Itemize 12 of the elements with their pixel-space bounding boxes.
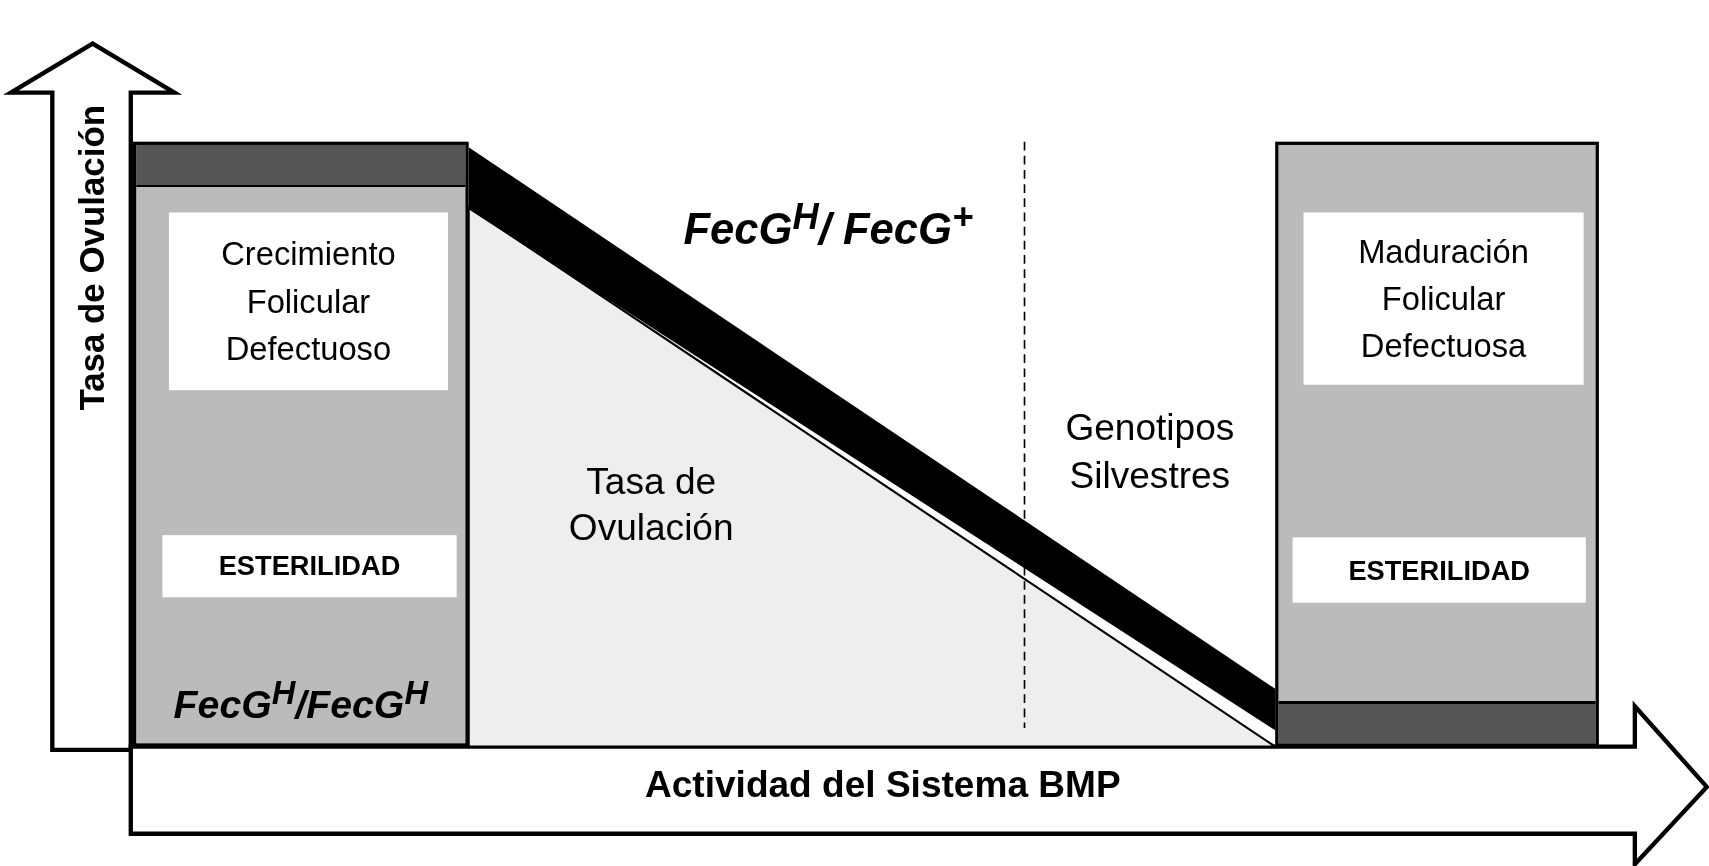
status-label: ESTERILIDAD (1292, 537, 1586, 603)
phenotype-bar (1275, 141, 1599, 747)
phenotype-label: Crecimiento Folicular Defectuoso (168, 212, 448, 391)
area-label: Tasa de Ovulación (567, 458, 735, 550)
phenotype-bar (132, 141, 469, 747)
genotype-label: FecG$^{H}$/ FecG$^{+}$ (682, 196, 975, 255)
axis-label: Actividad del Sistema BMP (643, 762, 1122, 806)
phenotype-label: Maduración Folicular Defectuosa (1303, 212, 1584, 385)
axis-label: Tasa de Ovulación (72, 103, 113, 413)
region-label: Genotipos Silvestres (1064, 405, 1236, 498)
genotype-label: FecG$^{H}$/FecG$^{H}$ (172, 674, 430, 729)
status-label: ESTERILIDAD (162, 535, 457, 598)
